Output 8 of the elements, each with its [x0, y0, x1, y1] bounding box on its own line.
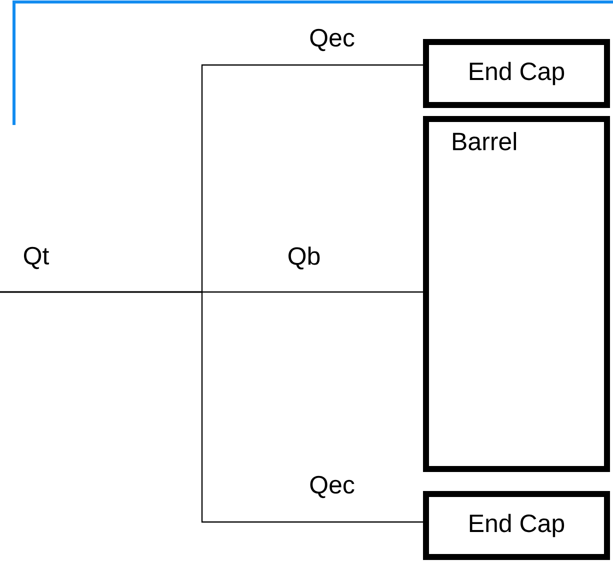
end-cap-box: End Cap — [423, 490, 610, 560]
edge-label: Qec — [310, 476, 354, 498]
flow-label: Qt — [24, 246, 50, 270]
end-cap-box: End Cap — [423, 39, 610, 108]
barrel-box: Barrel — [423, 116, 610, 472]
edge-label: Qec — [310, 28, 354, 52]
edge-label: Qb — [288, 246, 320, 270]
flow-line — [0, 291, 423, 523]
